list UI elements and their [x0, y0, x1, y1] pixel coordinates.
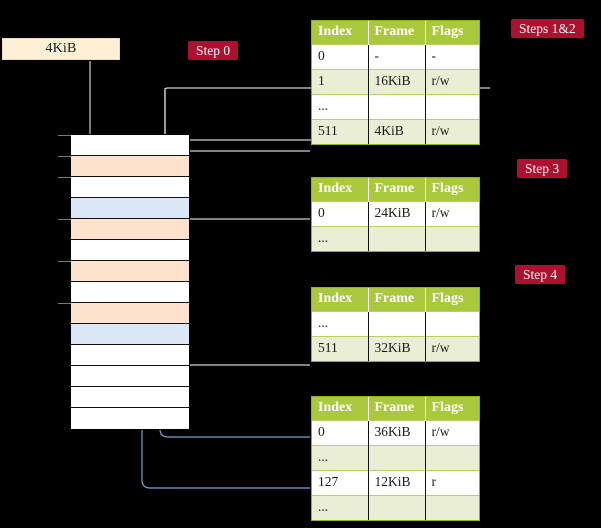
memory-frame-row: [71, 240, 189, 261]
memory-tick: [58, 177, 71, 178]
memory-tick: [58, 219, 71, 220]
cell-frame: [368, 494, 426, 520]
cell-flags: [425, 444, 479, 470]
cell-flags: [425, 494, 479, 520]
column-header-index: Index: [312, 288, 369, 311]
cell-index: 1: [312, 68, 369, 94]
cell-flags: r/w: [425, 419, 479, 445]
column-header-index: Index: [312, 178, 369, 201]
cell-flags: r/w: [425, 118, 479, 144]
column-header-frame: Frame: [368, 397, 426, 420]
memory-frame-row: [71, 324, 189, 345]
memory-frame-row: [71, 219, 189, 240]
wire-t3-row511: [174, 318, 310, 366]
cell-flags: [425, 225, 479, 251]
memory-tick: [58, 303, 71, 304]
table-row: ...: [312, 225, 479, 251]
cell-frame: 12KiB: [368, 469, 426, 495]
memory-frame-row: [71, 366, 189, 387]
memory-frame-row: [71, 303, 189, 324]
memory-frame-row: [71, 177, 189, 198]
cell-frame: -: [368, 43, 426, 69]
cell-index: 511: [312, 335, 369, 361]
cell-index: ...: [312, 310, 369, 336]
column-header-flags: Flags: [425, 178, 479, 201]
badge-step-3: Step 3: [517, 159, 568, 178]
cell-flags: r/w: [425, 68, 479, 94]
cell-flags: [425, 93, 479, 119]
cell-flags: [425, 310, 479, 336]
cell-index: 0: [312, 419, 369, 445]
cell-frame: 32KiB: [368, 335, 426, 361]
memory-frame-row: [71, 156, 189, 177]
badge-step-0: Step 0: [188, 41, 239, 60]
column-header-index: Index: [312, 397, 369, 420]
memory-frame-row: [71, 282, 189, 303]
cell-flags: -: [425, 43, 479, 69]
column-header-index: Index: [312, 21, 369, 44]
column-header-flags: Flags: [425, 288, 479, 311]
memory-frame-row: [71, 387, 189, 408]
memory-frame-row: [71, 135, 189, 156]
cell-index: 511: [312, 118, 369, 144]
cell-index: 0: [312, 43, 369, 69]
column-header-frame: Frame: [368, 178, 426, 201]
memory-frame-row: [71, 261, 189, 282]
cell-index: ...: [312, 93, 369, 119]
memory-frame-row: [71, 408, 189, 429]
memory-tick: [58, 261, 71, 262]
cell-flags: r: [425, 469, 479, 495]
table-row: ...: [312, 444, 479, 470]
cell-index: ...: [312, 444, 369, 470]
memory-frame-row: [71, 345, 189, 366]
badge-step-4: Step 4: [515, 265, 566, 284]
column-header-frame: Frame: [368, 21, 426, 44]
table-row: ...: [312, 310, 479, 336]
cell-frame: [368, 444, 426, 470]
wire-t2-row0: [174, 218, 310, 266]
memory-tick: [58, 156, 71, 157]
table-row: ...: [312, 494, 479, 520]
physical-memory-column: [70, 134, 190, 430]
cell-frame: 4KiB: [368, 118, 426, 144]
memory-tick: [58, 135, 71, 136]
cell-index: 127: [312, 469, 369, 495]
memory-frame-row: [71, 198, 189, 219]
cell-index: ...: [312, 225, 369, 251]
cell-frame: 36KiB: [368, 419, 426, 445]
cell-flags: r/w: [425, 335, 479, 361]
cell-flags: r/w: [425, 200, 479, 226]
request-size-box: 4KiB: [2, 38, 120, 60]
table-row: ...: [312, 93, 479, 119]
cell-frame: [368, 225, 426, 251]
cell-frame: [368, 93, 426, 119]
cell-frame: 24KiB: [368, 200, 426, 226]
cell-frame: 16KiB: [368, 68, 426, 94]
badge-steps-1-2: Steps 1&2: [511, 19, 584, 38]
cell-index: ...: [312, 494, 369, 520]
column-header-flags: Flags: [425, 21, 479, 44]
table-row: 0--: [312, 43, 479, 69]
column-header-flags: Flags: [425, 397, 479, 420]
cell-frame: [368, 310, 426, 336]
column-header-frame: Frame: [368, 288, 426, 311]
cell-index: 0: [312, 200, 369, 226]
